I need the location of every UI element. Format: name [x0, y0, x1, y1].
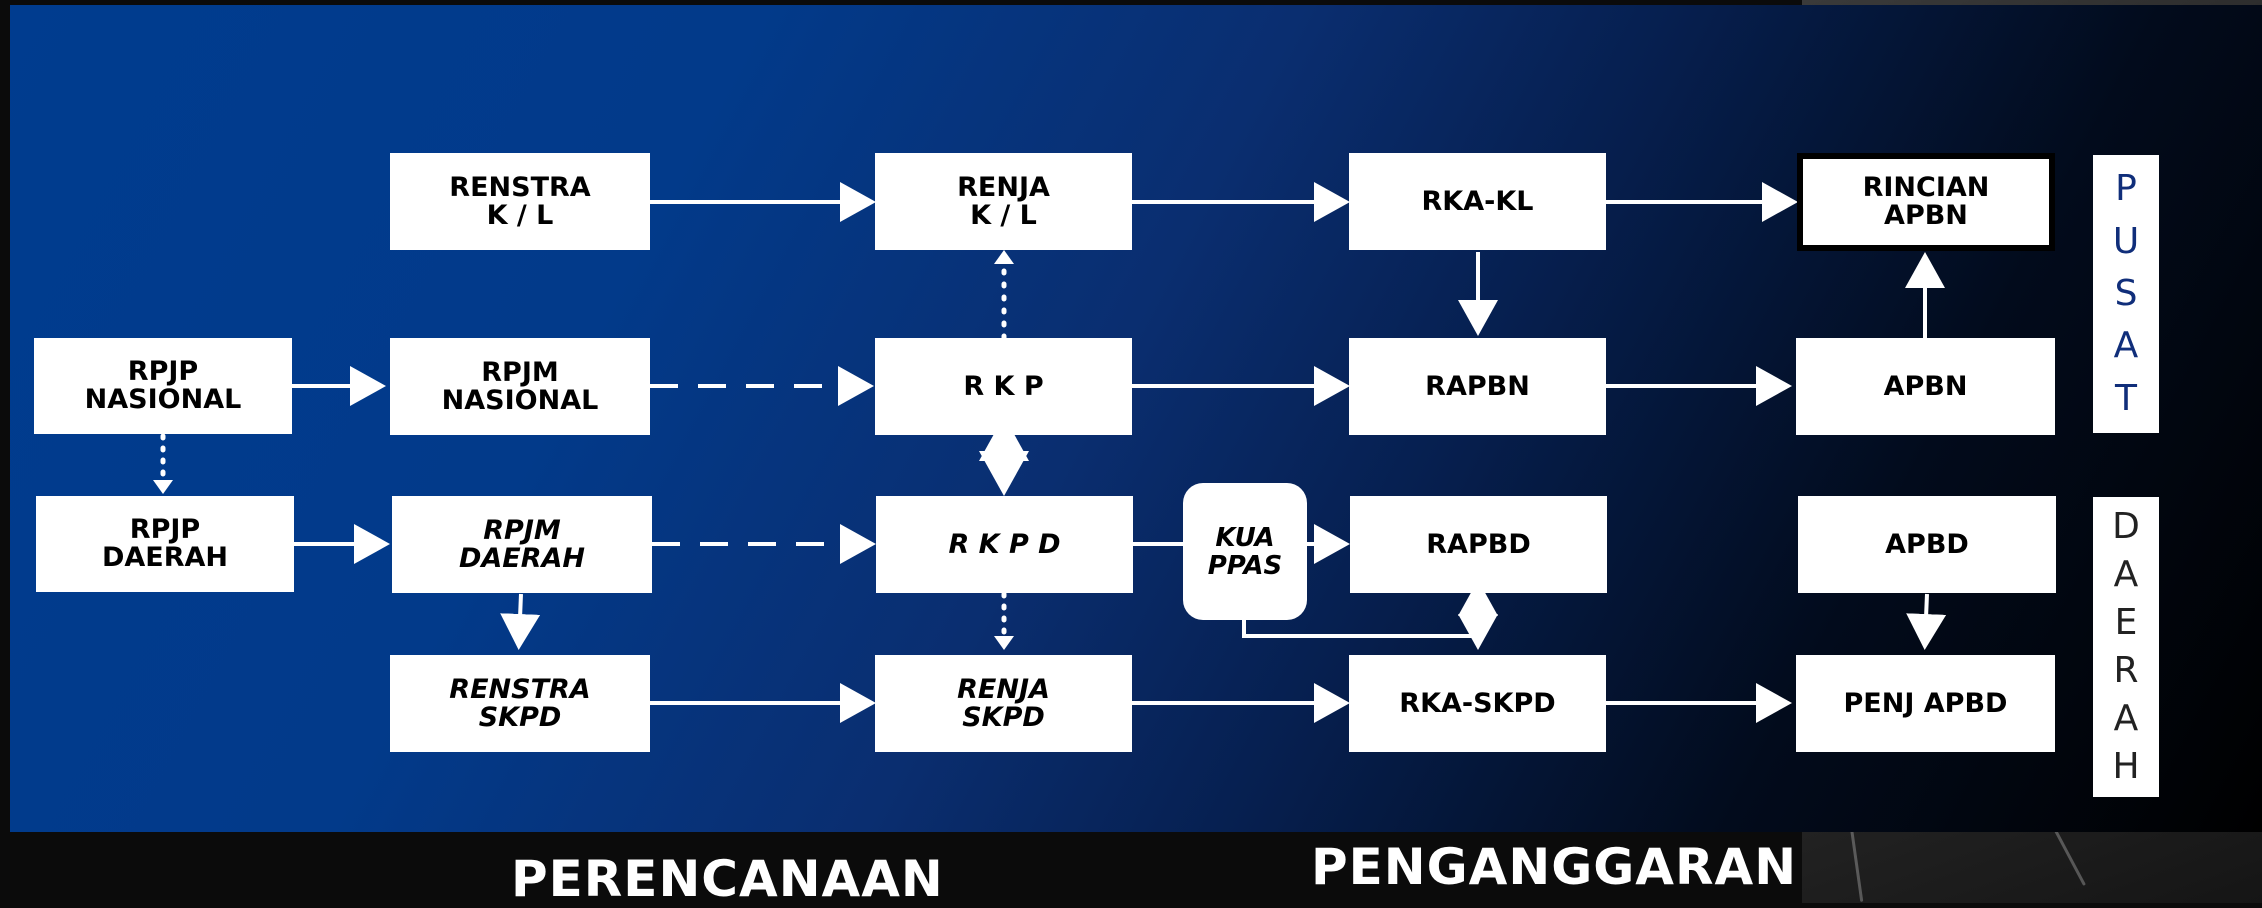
label-pusat-letter: P: [2115, 168, 2137, 210]
label-daerah-letter: H: [2112, 746, 2140, 787]
label-pusat-letter: A: [2113, 325, 2139, 367]
node-apbn: APBN: [1796, 338, 2055, 435]
node-kua-ppas: KUA PPAS: [1183, 483, 1307, 620]
node-rincian-apbn: RINCIAN APBN: [1797, 153, 2055, 251]
node-rpjm-daerah: RPJM DAERAH: [392, 496, 652, 593]
node-rpjp-daerah: RPJP DAERAH: [36, 496, 294, 592]
label-daerah-letter: A: [2113, 698, 2139, 739]
node-rkp: R K P: [875, 338, 1132, 435]
label-daerah: D A E R A H: [2093, 497, 2159, 797]
node-renstra-skpd: RENSTRA SKPD: [390, 655, 650, 752]
arrow-apbd-to-penj-apbd: [1906, 593, 1947, 650]
label-daerah-letter: D: [2112, 506, 2140, 547]
node-renja-skpd: RENJA SKPD: [875, 655, 1132, 752]
dotted-arrowhead: [994, 250, 1014, 264]
node-apbd: APBD: [1798, 496, 2056, 593]
arrow-rpjm-daerah-to-renstra-skpd: [500, 593, 541, 650]
line-kua-ppas-elbow: [1242, 620, 1478, 638]
node-renja-kl: RENJA K / L: [875, 153, 1132, 250]
node-renstra-kl: RENSTRA K / L: [390, 153, 650, 250]
node-rpjm-nasional: RPJM NASIONAL: [390, 338, 650, 435]
caption-penganggaran: PENGANGGARAN: [1311, 838, 1798, 896]
label-pusat-letter: S: [2114, 272, 2138, 314]
label-daerah-letter: E: [2114, 602, 2138, 643]
label-daerah-letter: R: [2113, 650, 2139, 691]
node-rka-kl: RKA-KL: [1349, 153, 1606, 250]
label-pusat-letter: U: [2112, 220, 2140, 262]
node-rapbd: RAPBD: [1350, 496, 1607, 593]
node-rapbn: RAPBN: [1349, 338, 1606, 435]
label-pusat-letter: T: [2115, 377, 2137, 419]
node-rka-skpd: RKA-SKPD: [1349, 655, 1606, 752]
caption-perencanaan: PERENCANAAN: [511, 850, 944, 908]
node-rpjp-nasional: RPJP NASIONAL: [34, 338, 292, 434]
label-pusat: P U S A T: [2093, 155, 2159, 433]
dotted-arrowhead: [994, 636, 1014, 650]
node-penj-apbd: PENJ APBD: [1796, 655, 2055, 752]
label-daerah-letter: A: [2113, 554, 2139, 595]
node-rkpd: R K P D: [876, 496, 1133, 593]
dotted-arrowhead: [153, 480, 173, 494]
